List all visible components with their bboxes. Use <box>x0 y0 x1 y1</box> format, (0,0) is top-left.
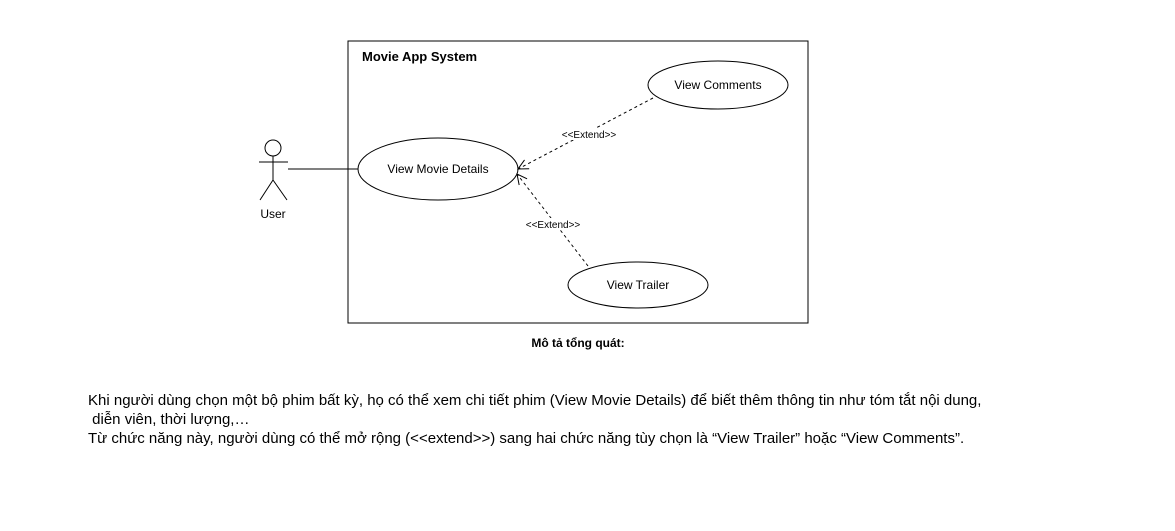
actor-head <box>264 139 282 157</box>
use-case-view-movie-details-label: View Movie Details <box>387 162 488 176</box>
extend-arrow-trailer <box>517 174 589 267</box>
actor-label: User <box>260 207 285 221</box>
extend-arrow-comments <box>518 97 654 169</box>
description-line-1: Khi người dùng chọn một bộ phim bất kỳ, … <box>88 392 982 409</box>
use-case-view-comments <box>647 60 789 110</box>
caption-overview: Mô tả tổng quát: <box>531 336 625 350</box>
actor-left-leg <box>259 179 274 201</box>
extend-label-trailer-bg <box>522 218 584 230</box>
extend-label-trailer: <<Extend>> <box>526 220 581 231</box>
extend-label-comments-bg <box>558 128 620 140</box>
system-title: Movie App System <box>362 49 477 64</box>
description-line-2: diễn viên, thời lượng,… <box>88 411 250 428</box>
actor-user <box>259 139 288 201</box>
use-case-view-comments-label: View Comments <box>674 78 761 92</box>
actor-right-leg <box>272 179 288 201</box>
extend-label-comments: <<Extend>> <box>562 130 617 141</box>
description-block: Khi người dùng chọn một bộ phim bất kỳ, … <box>88 391 1108 448</box>
use-case-view-trailer-label: View Trailer <box>607 278 669 292</box>
use-case-view-trailer <box>567 261 709 309</box>
description-line-3: Từ chức năng này, người dùng có thể mở r… <box>88 430 965 447</box>
